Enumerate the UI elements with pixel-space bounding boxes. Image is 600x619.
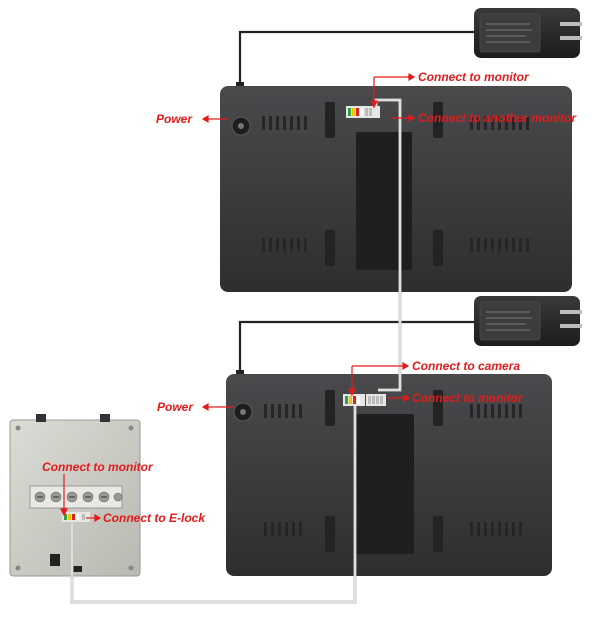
top-monitor bbox=[220, 86, 572, 292]
bottom-connect-to-camera-label: Connect to camera bbox=[412, 359, 521, 373]
bottom-connect-to-monitor-label: Connect to monitor bbox=[412, 391, 523, 405]
bottom-power-cable bbox=[238, 320, 474, 374]
bottom-monitor bbox=[226, 374, 552, 576]
camera-connect-to-elock-label: Connect to E-lock bbox=[103, 511, 206, 525]
top-connect-to-another-monitor-label: Connect to another monitor bbox=[418, 111, 576, 125]
top-power-label: Power bbox=[156, 112, 193, 126]
top-connect-to-monitor-label: Connect to monitor bbox=[418, 70, 529, 84]
bottom-power-adapter bbox=[474, 296, 582, 346]
top-power-cable bbox=[238, 30, 474, 86]
camera-connect-to-monitor-label: Connect to monitor bbox=[42, 460, 153, 474]
door-camera-unit bbox=[9, 414, 141, 577]
top-power-adapter bbox=[474, 8, 582, 58]
camera-to-monitor-cable bbox=[70, 406, 357, 604]
callout-arrows bbox=[60, 72, 416, 523]
bottom-power-label: Power bbox=[157, 400, 194, 414]
